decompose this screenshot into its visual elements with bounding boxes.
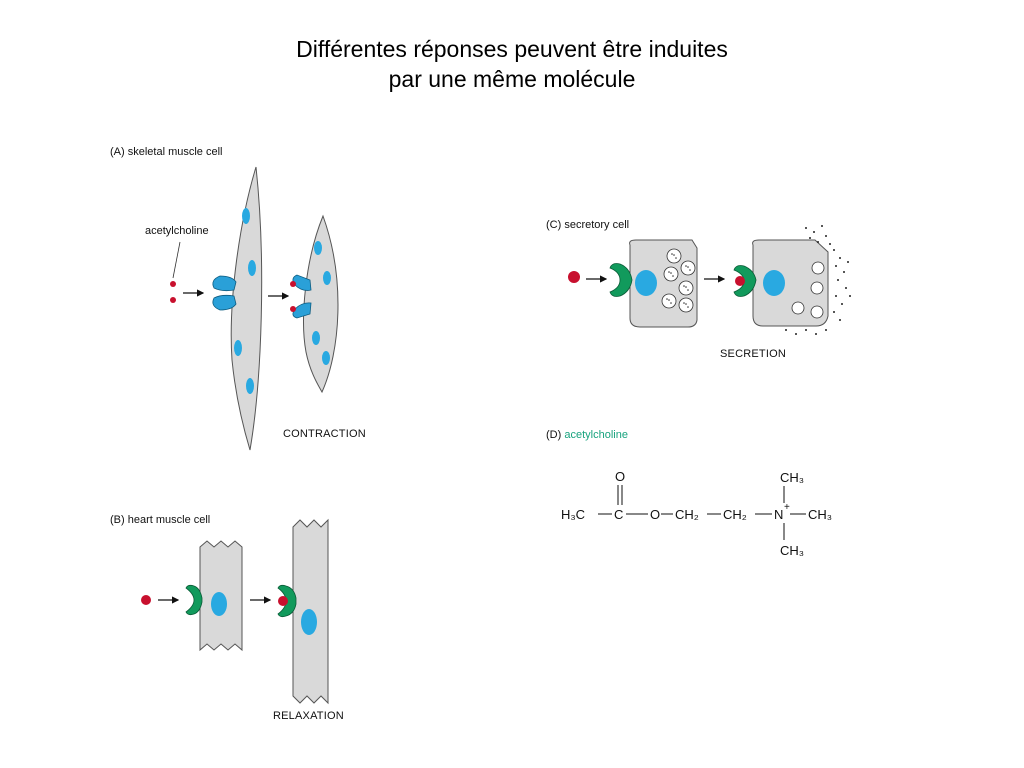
panel-d-molecule-name: acetylcholine xyxy=(564,429,628,441)
panel-b-diagram xyxy=(141,518,329,705)
formula-n-charge: + xyxy=(784,502,790,513)
panel-d-prefix: (D) xyxy=(546,429,562,441)
acetylcholine-pointer xyxy=(172,241,181,279)
nucleus xyxy=(246,378,254,394)
formula-ch2-2: CH₂ xyxy=(723,507,747,522)
ligand-dot xyxy=(170,297,176,303)
formula-h3c: H₃C xyxy=(561,507,585,522)
receptor-icon xyxy=(609,263,633,297)
page-title: Différentes réponses peuvent être induit… xyxy=(0,34,1024,94)
nucleus xyxy=(323,271,331,285)
ligand-dot xyxy=(735,276,745,286)
panel-a-diagram xyxy=(170,166,339,451)
nucleus xyxy=(763,270,785,296)
ligand-dot xyxy=(170,281,176,287)
title-line-1: Différentes réponses peuvent être induit… xyxy=(296,36,728,62)
receptor-icon xyxy=(212,275,237,292)
secreting-cell xyxy=(752,239,829,327)
vesicle-contents xyxy=(666,253,691,308)
formula-ch2-1: CH₂ xyxy=(675,507,699,522)
receptor-icon xyxy=(292,302,312,319)
formula-ch3-right: CH₃ xyxy=(808,507,832,522)
nucleus xyxy=(234,340,242,356)
secreted-particles xyxy=(785,225,851,335)
formula-ch3-bottom: CH₃ xyxy=(780,543,804,558)
ligand-dot xyxy=(278,596,288,606)
formula-c: C xyxy=(614,507,623,522)
acetylcholine-label: acetylcholine xyxy=(145,225,209,237)
nucleus xyxy=(312,331,320,345)
nucleus xyxy=(242,208,250,224)
secretory-vesicles xyxy=(661,248,696,313)
nucleus xyxy=(301,609,317,635)
ligand-dot xyxy=(141,595,151,605)
panel-d-label: (D) acetylcholine xyxy=(546,429,628,441)
title-line-2: par une même molécule xyxy=(388,66,636,92)
ligand-dot xyxy=(290,281,296,287)
secretory-vesicles xyxy=(791,261,825,319)
acetylcholine-structure: H₃C C O O CH₂ CH₂ N + CH₃ CH₃ CH₃ xyxy=(561,469,832,558)
contraction-label: CONTRACTION xyxy=(283,428,366,440)
panel-b-label: (B) heart muscle cell xyxy=(110,514,211,526)
nucleus xyxy=(322,351,330,365)
receptor-icon xyxy=(292,274,312,291)
formula-o-top: O xyxy=(615,469,625,484)
panel-c-label: (C) secretory cell xyxy=(546,219,630,231)
nucleus xyxy=(635,270,657,296)
formula-o-mid: O xyxy=(650,507,660,522)
nucleus xyxy=(248,260,256,276)
panel-c-diagram xyxy=(568,225,851,335)
nucleus xyxy=(314,241,322,255)
skeletal-muscle-cell xyxy=(230,166,263,451)
panel-a-label: (A) skeletal muscle cell xyxy=(110,146,223,158)
receptor-icon xyxy=(212,294,237,311)
receptor-icon xyxy=(185,584,203,616)
formula-ch3-top: CH₃ xyxy=(780,470,804,485)
ligand-dot xyxy=(568,271,580,283)
secretion-label: SECRETION xyxy=(720,348,786,360)
formula-n: N xyxy=(774,507,783,522)
ligand-dot xyxy=(290,306,296,312)
relaxation-label: RELAXATION xyxy=(273,710,344,722)
nucleus xyxy=(211,592,227,616)
